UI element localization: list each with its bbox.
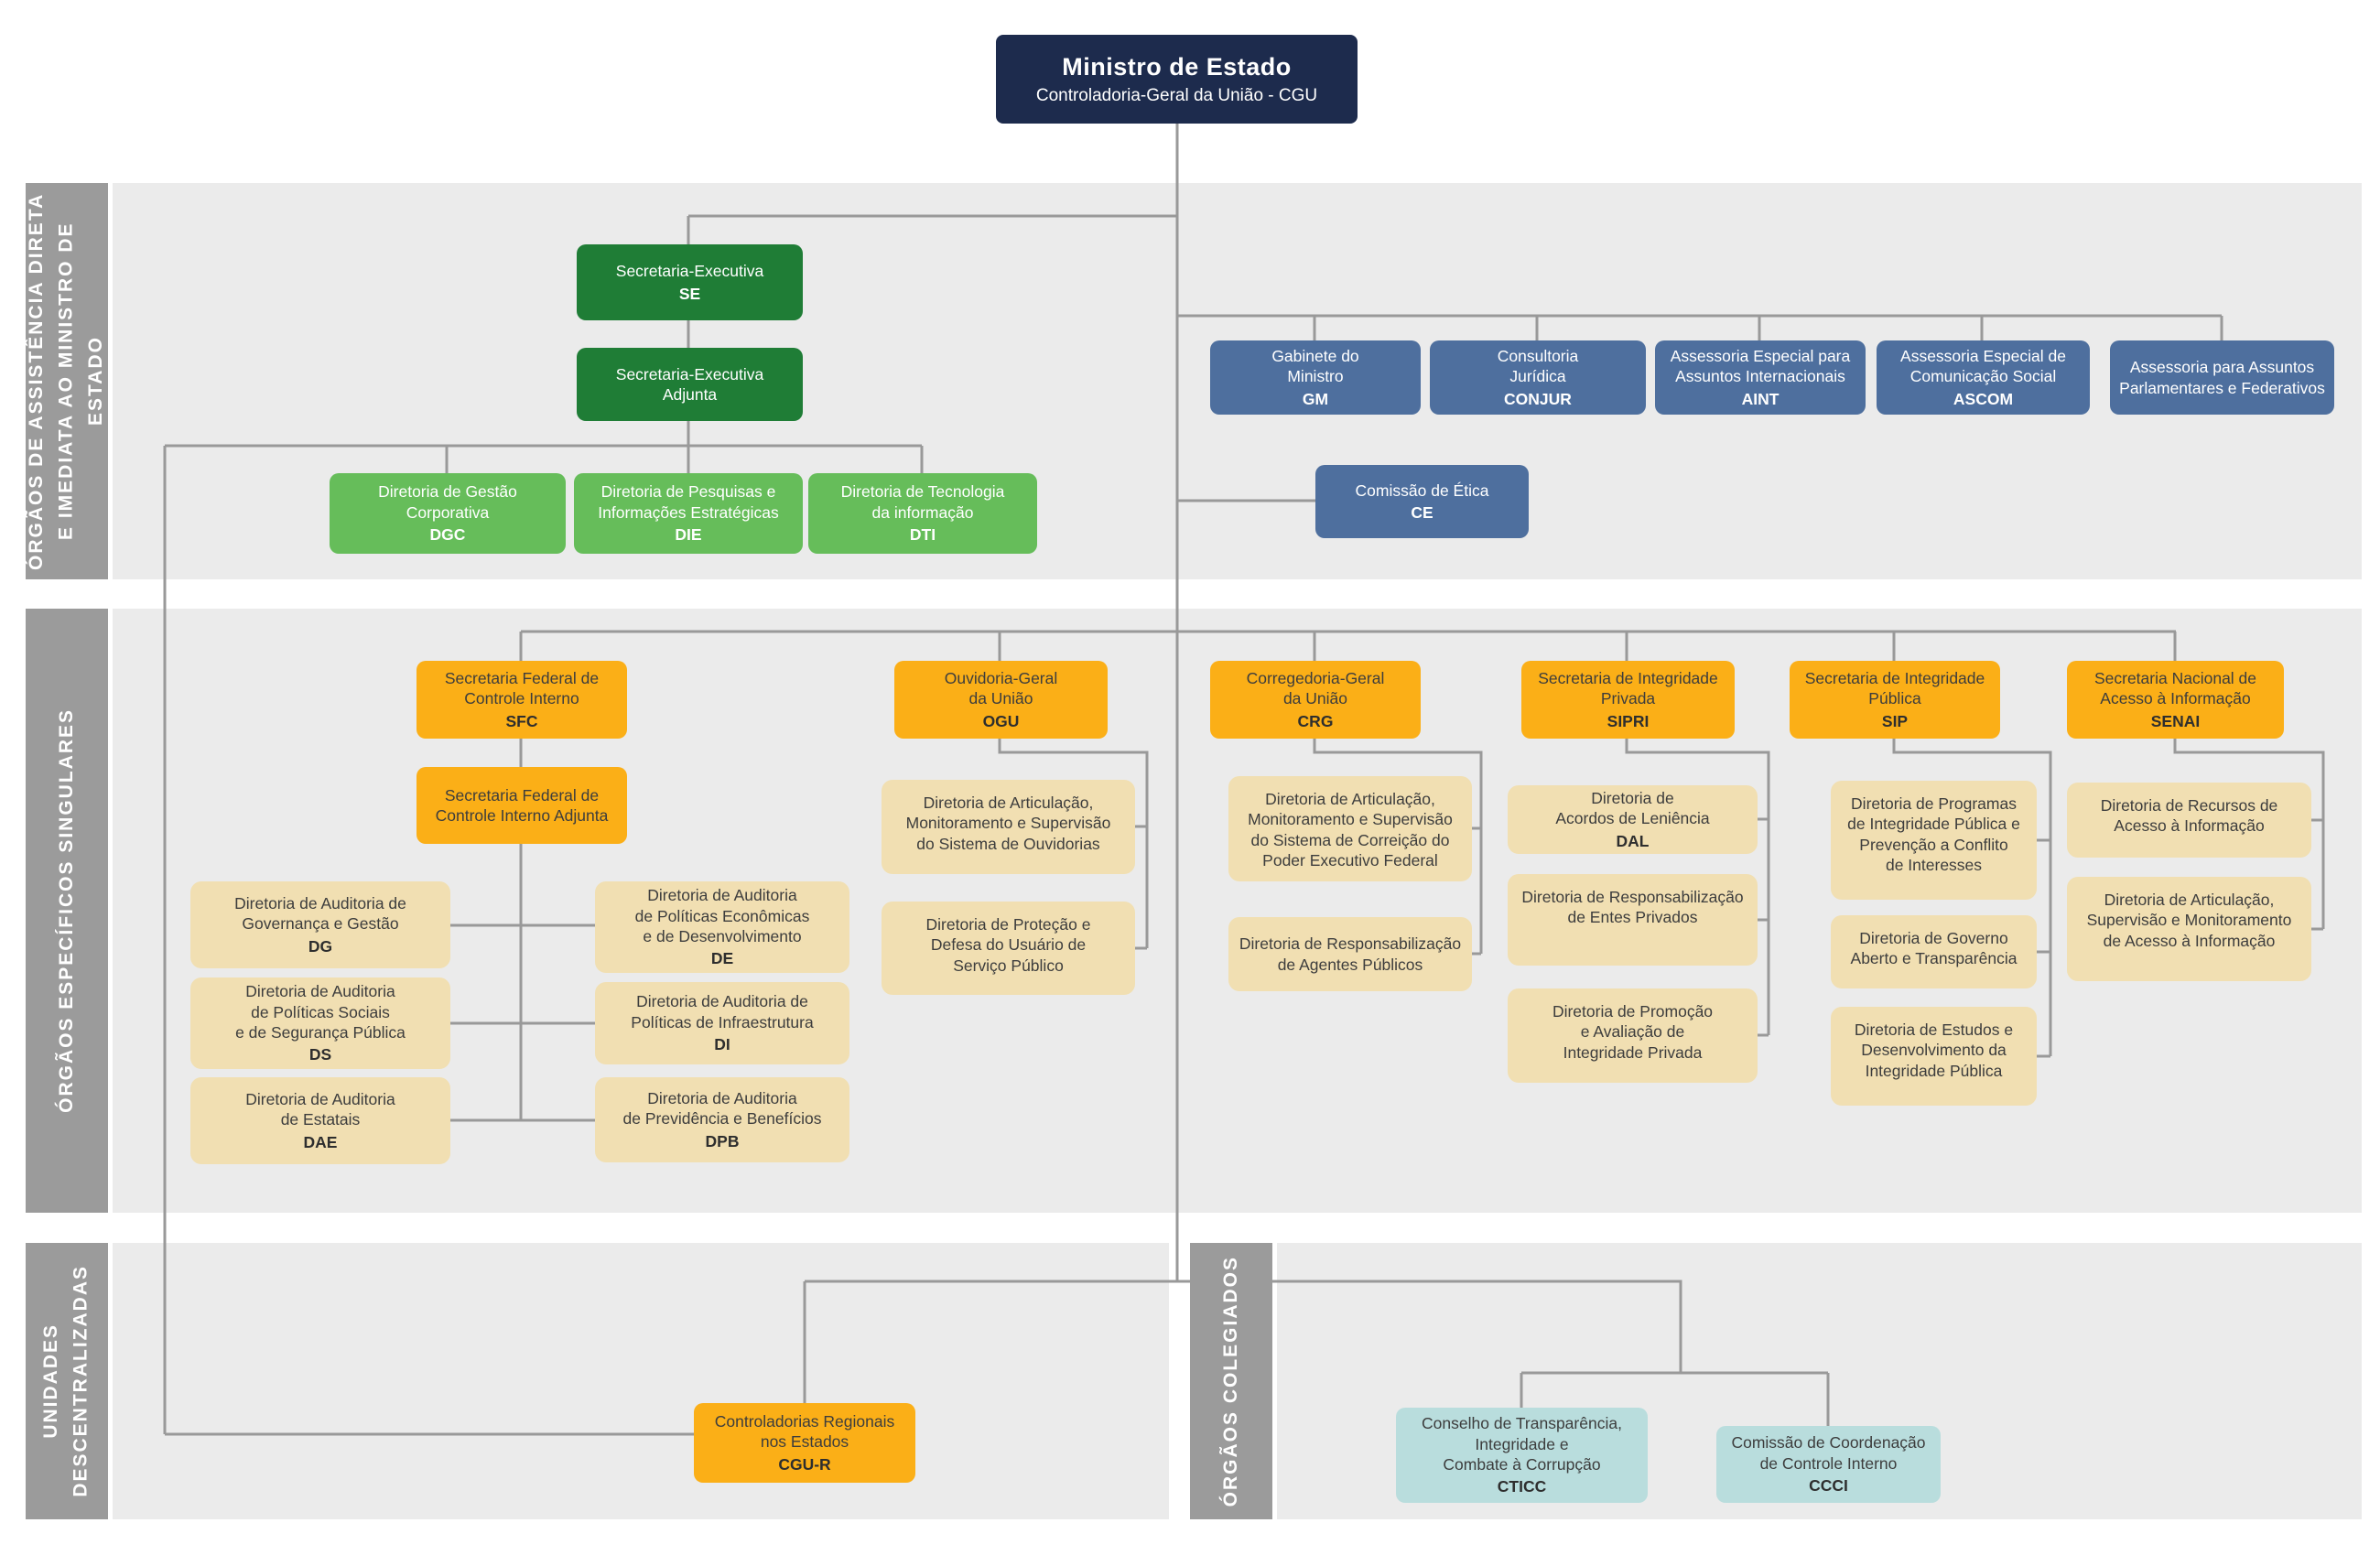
node-dti: Diretoria de Tecnologia da informação DT…	[808, 473, 1037, 554]
node-governo-aberto: Diretoria de Governo Aberto e Transparên…	[1831, 915, 2037, 988]
node-responsabilizacao-entes-privados: Diretoria de Responsabilização de Entes …	[1508, 874, 1758, 966]
node-senai: Secretaria Nacional de Acesso à Informaç…	[2067, 661, 2284, 739]
section-label-especificos-singulares: ÓRGÃOS ESPECÍFICOS SINGULARES	[26, 609, 108, 1213]
node-crg-articulacao: Diretoria de Articulação, Monitoramento …	[1228, 776, 1472, 881]
node-crg-responsabilizacao-agentes: Diretoria de Responsabilização de Agente…	[1228, 917, 1472, 991]
node-aint: Assessoria Especial para Assuntos Intern…	[1655, 340, 1866, 415]
node-dpb: Diretoria de Auditoria de Previdência e …	[595, 1077, 849, 1162]
node-dgc: Diretoria de Gestão Corporativa DGC	[330, 473, 566, 554]
connector	[1625, 739, 1770, 1035]
band-unidades-descentralizadas	[113, 1243, 1169, 1519]
node-assessoria-parlamentar: Assessoria para Assuntos Parlamentares e…	[2110, 340, 2334, 415]
node-se-adjunta: Secretaria-Executiva Adjunta	[577, 348, 803, 421]
section-label-orgaos-colegiados: ÓRGÃOS COLEGIADOS	[1190, 1243, 1272, 1519]
node-die: Diretoria de Pesquisas e Informações Est…	[574, 473, 803, 554]
section-label-text: ÓRGÃOS COLEGIADOS	[1219, 1255, 1241, 1507]
node-ogu: Ouvidoria-Geral da União OGU	[894, 661, 1108, 739]
node-dal: Diretoria de Acordos de Leniência DAL	[1508, 785, 1758, 854]
node-cticc: Conselho de Transparência, Integridade e…	[1396, 1408, 1648, 1503]
node-ccci: Comissão de Coordenação de Controle Inte…	[1716, 1426, 1941, 1503]
node-dg: Diretoria de Auditoria de Governança e G…	[190, 881, 450, 968]
section-label-text: UNIDADES DESCENTRALIZADAS	[40, 1265, 92, 1497]
node-estudos-integridade-publica: Diretoria de Estudos e Desenvolvimento d…	[1831, 1007, 2037, 1106]
node-cgu-r: Controladorias Regionais nos Estados CGU…	[694, 1403, 915, 1483]
node-promocao-integridade-privada: Diretoria de Promoção e Avaliação de Int…	[1508, 988, 1758, 1083]
node-articulacao-acesso-informacao: Diretoria de Articulação, Supervisão e M…	[2067, 877, 2311, 981]
connector	[998, 739, 1149, 948]
node-de: Diretoria de Auditoria de Políticas Econ…	[595, 881, 849, 973]
node-sfc-adjunta: Secretaria Federal de Controle Interno A…	[416, 767, 627, 844]
node-di: Diretoria de Auditoria de Políticas de I…	[595, 982, 849, 1064]
node-ogu-protecao-usuario: Diretoria de Proteção e Defesa do Usuári…	[882, 902, 1135, 995]
banner-subtitle: Controladoria-Geral da União - CGU	[1035, 86, 1318, 106]
connector	[1892, 739, 2052, 1056]
node-gm: Gabinete do Ministro GM	[1210, 340, 1421, 415]
banner-title: Ministro de Estado	[1062, 52, 1292, 81]
connector	[1313, 739, 1483, 954]
node-se: Secretaria-Executiva SE	[577, 244, 803, 320]
node-programas-integridade-publica: Diretoria de Programas de Integridade Pú…	[1831, 781, 2037, 900]
node-dae: Diretoria de Auditoria de Estatais DAE	[190, 1077, 450, 1164]
node-ce: Comissão de Ética CE	[1315, 465, 1529, 538]
node-ascom: Assessoria Especial de Comunicação Socia…	[1877, 340, 2090, 415]
section-label-assistencia-direta: ÓRGÃOS DE ASSISTÊNCIA DIRETA E IMEDIATA …	[26, 183, 108, 579]
node-sfc: Secretaria Federal de Controle Interno S…	[416, 661, 627, 739]
node-ministro-de-estado: Ministro de Estado Controladoria-Geral d…	[996, 35, 1358, 124]
node-sip: Secretaria de Integridade Pública SIP	[1790, 661, 2000, 739]
node-crg: Corregedoria-Geral da União CRG	[1210, 661, 1421, 739]
node-ds: Diretoria de Auditoria de Políticas Soci…	[190, 977, 450, 1069]
node-recursos-acesso-informacao: Diretoria de Recursos de Acesso à Inform…	[2067, 783, 2311, 858]
section-label-text: ÓRGÃOS DE ASSISTÊNCIA DIRETA E IMEDIATA …	[26, 192, 107, 570]
section-label-unidades-descentralizadas: UNIDADES DESCENTRALIZADAS	[26, 1243, 108, 1519]
connector	[805, 1280, 1682, 1373]
node-conjur: Consultoria Jurídica CONJUR	[1430, 340, 1646, 415]
connector	[2173, 739, 2325, 929]
node-ogu-articulacao: Diretoria de Articulação, Monitoramento …	[882, 780, 1135, 874]
section-label-text: ÓRGÃOS ESPECÍFICOS SINGULARES	[55, 708, 77, 1113]
node-sipri: Secretaria de Integridade Privada SIPRI	[1521, 661, 1735, 739]
